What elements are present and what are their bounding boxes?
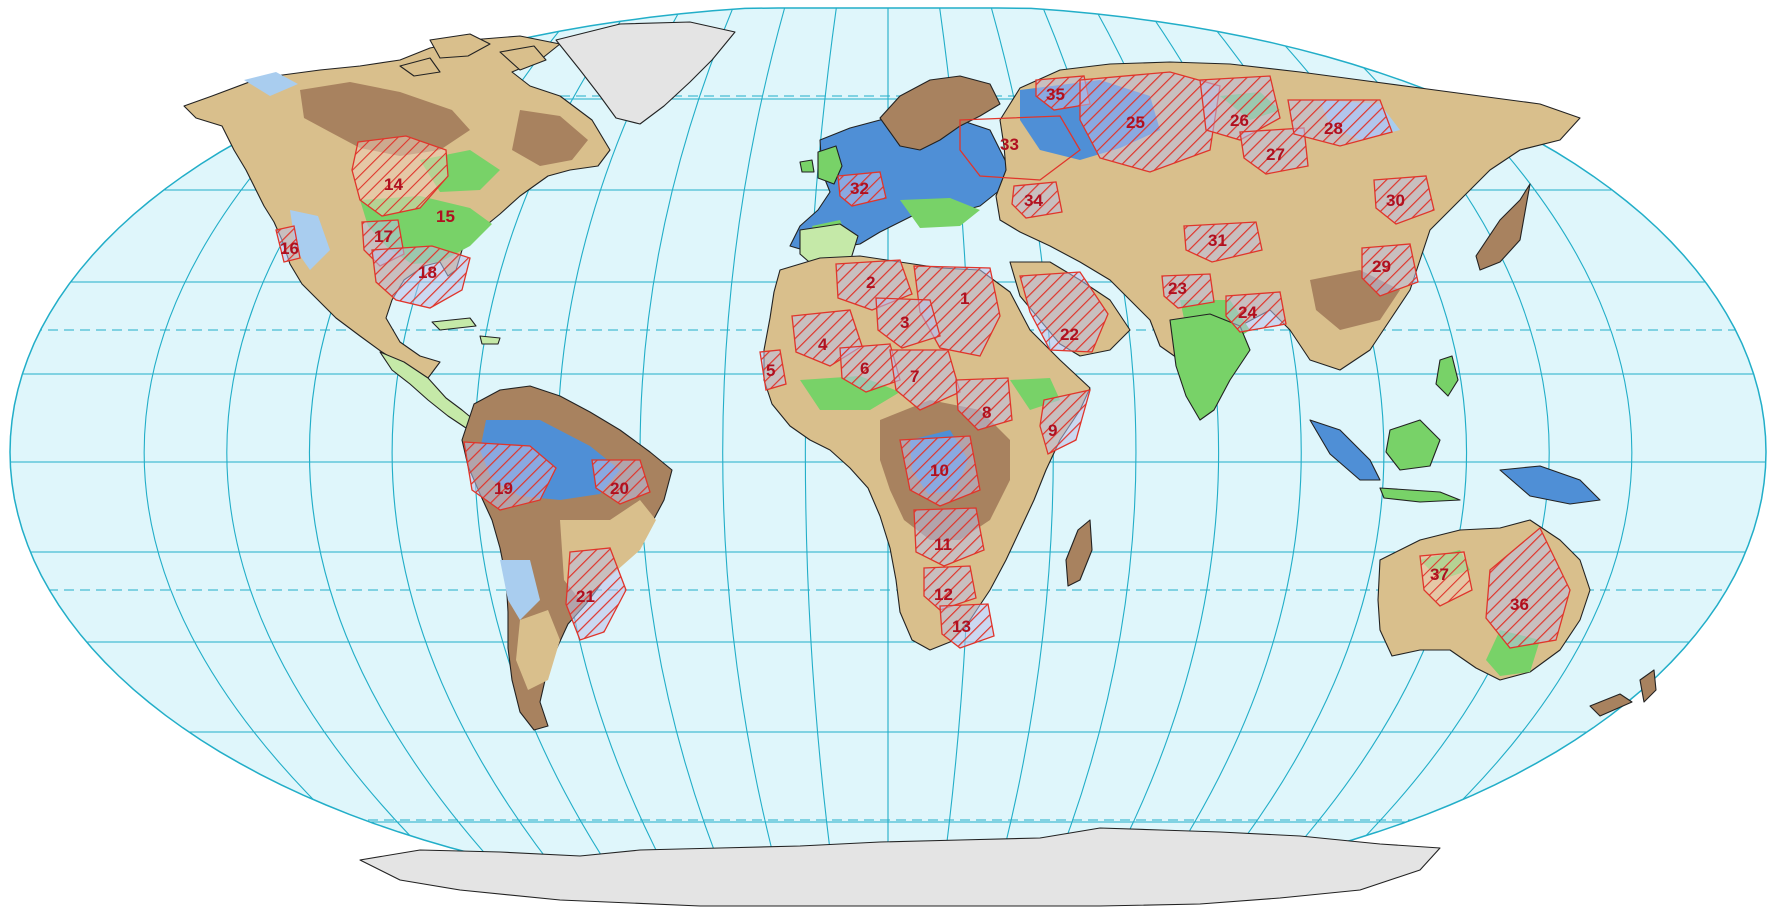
land-india [1169, 313, 1251, 421]
aquifer-label-14: 14 [384, 175, 403, 194]
land-madagascar [1065, 519, 1093, 587]
aquifer-region-28 [1287, 99, 1393, 147]
land-arctic-islands [399, 33, 547, 77]
aquifer-label-23: 23 [1168, 279, 1187, 298]
graticule-meridian [722, 8, 786, 898]
aquifer-region-20 [591, 459, 651, 505]
aquifer-region-13 [939, 603, 995, 649]
aquifer-label-25: 25 [1126, 113, 1145, 132]
land-sumatra [1309, 419, 1381, 481]
aquifer-label-28: 28 [1324, 119, 1343, 138]
aquifer-region-26 [1199, 75, 1281, 141]
land-caribbean [431, 317, 501, 345]
aquifer-label-13: 13 [952, 617, 971, 636]
aquifer-region-3 [875, 297, 941, 349]
aquifer-label-16: 16 [280, 239, 299, 258]
aquifer-region-35 [1035, 75, 1091, 111]
aquifer-region-18 [371, 245, 471, 309]
aquifer-region-6 [839, 343, 901, 393]
aquifer-labels: 1 2 3 4 5 6 7 8 9 10 11 12 13 14 15 16 1… [280, 85, 1529, 636]
aquifer-label-10: 10 [930, 461, 949, 480]
aquifer-label-37: 37 [1430, 565, 1449, 584]
aquifer-label-15: 15 [436, 207, 455, 226]
land-borneo [1385, 419, 1441, 471]
aquifer-region-10 [899, 435, 981, 507]
graticule-meridian [804, 8, 837, 898]
land-scandinavia [879, 75, 1001, 151]
land-java [1379, 487, 1461, 503]
aquifer-label-21: 21 [576, 587, 595, 606]
land-new-guinea [1499, 465, 1601, 505]
land-south-america-lightblue [500, 560, 540, 620]
aquifer-label-24: 24 [1238, 303, 1257, 322]
aquifer-label-32: 32 [850, 179, 869, 198]
aquifer-region-5 [759, 349, 787, 391]
aquifer-regions [275, 71, 1571, 649]
aquifer-label-19: 19 [494, 479, 513, 498]
aquifer-label-6: 6 [860, 359, 869, 378]
aquifer-label-34: 34 [1024, 191, 1043, 210]
aquifer-region-11 [913, 507, 985, 567]
aquifer-label-1: 1 [960, 289, 969, 308]
aquifer-region-24 [1225, 291, 1287, 333]
aquifer-label-9: 9 [1048, 421, 1057, 440]
aquifer-label-11: 11 [934, 535, 952, 554]
aquifer-region-37 [1419, 551, 1473, 607]
aquifer-label-8: 8 [982, 403, 991, 422]
land-uk [799, 145, 843, 185]
aquifer-label-17: 17 [374, 227, 393, 246]
aquifer-label-7: 7 [910, 367, 919, 386]
aquifer-region-9 [1039, 389, 1091, 455]
aquifer-label-27: 27 [1266, 145, 1285, 164]
aquifer-label-35: 35 [1046, 85, 1065, 104]
aquifer-region-32 [837, 171, 887, 207]
aquifer-region-7 [889, 349, 961, 411]
aquifer-region-33 [959, 115, 1081, 181]
aquifer-label-4: 4 [818, 335, 828, 354]
aquifer-region-29 [1361, 243, 1419, 297]
land-north-america-blue [244, 72, 330, 270]
aquifer-label-30: 30 [1386, 191, 1405, 210]
aquifer-region-30 [1373, 175, 1435, 225]
aquifer-label-31: 31 [1208, 231, 1227, 250]
aquifer-region-14 [351, 135, 449, 217]
aquifer-label-12: 12 [934, 585, 953, 604]
aquifer-label-2: 2 [866, 273, 875, 292]
aquifer-label-22: 22 [1060, 325, 1079, 344]
land-philippines [1435, 355, 1459, 397]
aquifer-region-8 [955, 377, 1013, 431]
land-antarctica [359, 827, 1441, 907]
land-greenland [555, 21, 736, 125]
land-europe-green [812, 198, 980, 246]
aquifer-region-21 [565, 547, 627, 641]
aquifer-label-20: 20 [610, 479, 629, 498]
aquifer-label-29: 29 [1372, 257, 1391, 276]
aquifer-label-36: 36 [1510, 595, 1529, 614]
aquifer-label-26: 26 [1230, 111, 1249, 130]
aquifer-region-12 [923, 565, 977, 611]
aquifer-region-22 [1019, 271, 1109, 353]
aquifer-label-5: 5 [766, 361, 775, 380]
aquifer-label-3: 3 [900, 313, 909, 332]
aquifer-region-34 [1011, 181, 1063, 219]
aquifer-region-31 [1183, 221, 1263, 263]
aquifer-region-25 [1079, 71, 1221, 173]
aquifer-region-36 [1485, 526, 1571, 649]
aquifer-region-23 [1161, 273, 1215, 309]
land-new-zealand [1589, 669, 1657, 717]
aquifer-region-16 [275, 225, 301, 263]
aquifer-region-19 [463, 441, 557, 511]
aquifer-label-33: 33 [1000, 135, 1019, 154]
aquifer-label-18: 18 [418, 263, 437, 282]
land-japan [1475, 183, 1531, 271]
